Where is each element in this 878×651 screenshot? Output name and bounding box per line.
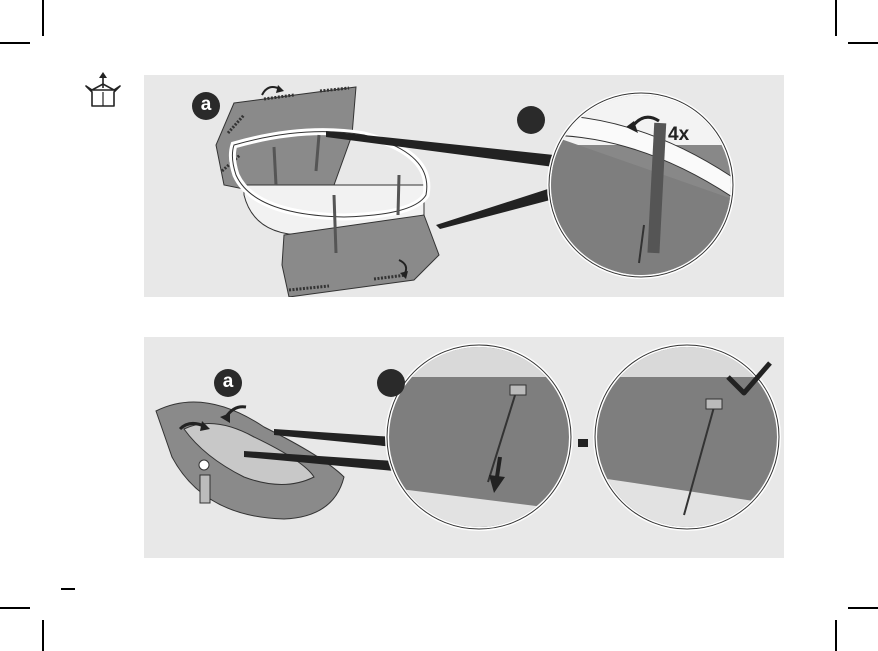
crop-mark <box>848 607 878 609</box>
page-marker-line <box>61 588 75 590</box>
bassinet-frame-illustration <box>144 75 784 297</box>
crop-mark <box>835 0 837 36</box>
crop-mark <box>848 42 878 44</box>
step-panel-bottom: a <box>144 337 784 558</box>
crop-mark <box>0 607 30 609</box>
crop-mark <box>0 42 30 44</box>
step-badge: a <box>214 369 242 397</box>
repeat-count-label: 4x <box>668 124 689 146</box>
substep-badge <box>377 369 405 397</box>
crop-mark <box>42 0 44 36</box>
step-panel-top: a 4x <box>144 75 784 297</box>
step-badge: a <box>192 92 220 120</box>
crop-mark <box>835 620 837 651</box>
bassinet-seat-illustration <box>144 337 784 558</box>
substep-badge <box>517 106 545 134</box>
crop-mark <box>42 620 44 651</box>
open-box-up-arrow-icon <box>82 72 128 110</box>
